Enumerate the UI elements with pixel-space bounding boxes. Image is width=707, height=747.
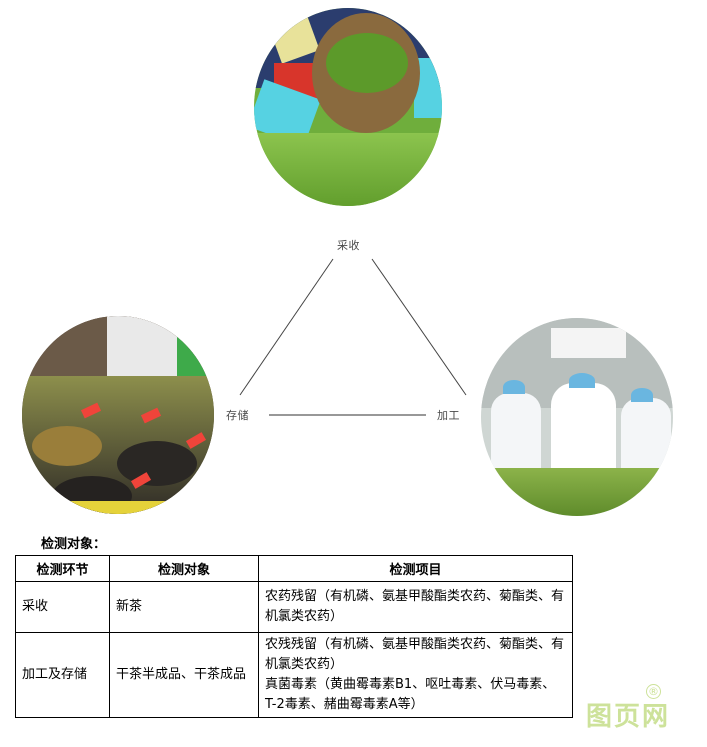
table-header-row: 检测环节 检测对象 检测项目: [15, 555, 573, 582]
header-items: 检测项目: [258, 555, 573, 582]
header-stage: 检测环节: [15, 555, 110, 582]
registered-mark-icon: ®: [646, 684, 661, 699]
cell-stage: 加工及存储: [15, 632, 110, 718]
cell-items: 农残残留（有机磷、氨基甲酸酯类农药、菊酯类、有机氯类农药） 真菌毒素（黄曲霉毒素…: [258, 632, 573, 718]
header-object: 检测对象: [109, 555, 259, 582]
tea-picking-photo: [254, 8, 442, 206]
harvest-processing-line: [371, 258, 467, 396]
harvest-label: 采收: [337, 239, 360, 252]
item-text: 农残残留（有机磷、氨基甲酸酯类农药、菊酯类、有机氯类农药）: [265, 637, 565, 672]
tea-market-storage-photo: [22, 316, 214, 514]
processing-label: 加工: [437, 409, 460, 422]
cell-items: 农药残留（有机磷、氨基甲酸酯类农药、菊酯类、有机氯类农药）: [258, 581, 573, 633]
storage-label: 存储: [226, 409, 249, 422]
tea-processing-inspection-photo: [481, 318, 673, 516]
inspection-table: 检测环节 检测对象 检测项目 采收 新茶 农药残留（有机磷、氨基甲酸酯类农药、菊…: [15, 555, 573, 718]
cell-stage: 采收: [15, 581, 110, 633]
section-title: 检测对象：: [41, 537, 107, 552]
item-text: 真菌毒素（黄曲霉毒素B1、呕吐毒素、伏马毒素、T-2毒素、赭曲霉毒素A等）: [265, 677, 556, 712]
harvest-storage-line: [239, 258, 334, 396]
cell-object: 干茶半成品、干茶成品: [109, 632, 259, 718]
cell-object: 新茶: [109, 581, 259, 633]
watermark-logo: 图页网: [586, 702, 671, 732]
item-text: 农药残留（有机磷、氨基甲酸酯类农药、菊酯类、有机氯类农药）: [265, 589, 565, 624]
table-row: 加工及存储 干茶半成品、干茶成品 农残残留（有机磷、氨基甲酸酯类农药、菊酯类、有…: [15, 632, 573, 718]
table-row: 采收 新茶 农药残留（有机磷、氨基甲酸酯类农药、菊酯类、有机氯类农药）: [15, 581, 573, 633]
